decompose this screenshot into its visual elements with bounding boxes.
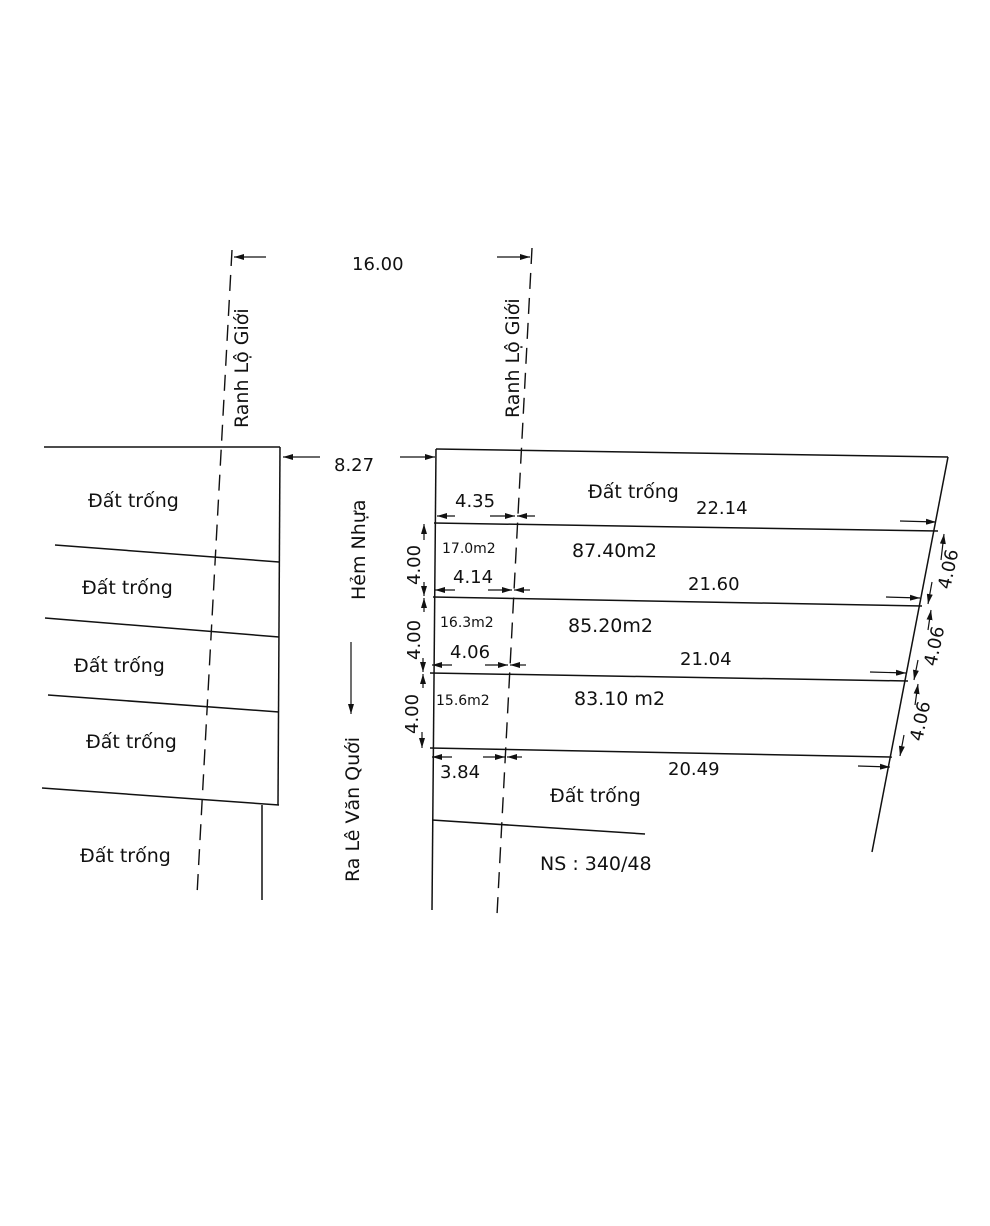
row-height-arrows xyxy=(419,524,427,748)
depth-dim: 21.04 xyxy=(680,649,732,670)
setback-dim: 3.84 xyxy=(440,762,480,783)
back-edge-dim: 4.06 xyxy=(920,624,949,668)
row-height-dim: 4.00 xyxy=(404,545,425,585)
setback-area: 15.6m2 xyxy=(436,693,490,709)
depth-arrows xyxy=(857,518,937,770)
boundary-label-left: Ranh Lộ Giới xyxy=(231,308,253,428)
empty-land-label: Đất trống xyxy=(550,785,641,807)
back-edge-arrows xyxy=(898,533,946,757)
alley-width-label: 8.27 xyxy=(334,455,374,476)
lot-area: 85.20m2 xyxy=(568,615,653,637)
exit-label: Ra Lê Văn Quới xyxy=(342,737,364,882)
depth-dim: 20.49 xyxy=(668,759,720,780)
row-height-dim: 4.00 xyxy=(404,620,425,660)
empty-land-label: Đất trống xyxy=(82,577,173,599)
depth-dim: 22.14 xyxy=(696,498,748,519)
setback-dim: 4.14 xyxy=(453,567,493,588)
setback-area: 16.3m2 xyxy=(440,615,494,631)
empty-land-label: Đất trống xyxy=(80,845,171,867)
alley-label: Hẻm Nhựa xyxy=(348,500,370,600)
back-edge-dim: 4.06 xyxy=(934,547,963,591)
back-edge-dim: 4.06 xyxy=(906,699,935,743)
setback-dim: 4.06 xyxy=(450,642,490,663)
depth-dim: 21.60 xyxy=(688,574,740,595)
left-lots xyxy=(41,446,281,900)
setback-dim: 4.35 xyxy=(455,491,495,512)
setback-arrows xyxy=(432,513,535,760)
right-boundary-line xyxy=(496,247,533,916)
row-height-dim: 4.00 xyxy=(402,694,423,734)
setback-area: 17.0m2 xyxy=(442,541,496,557)
lot-area: 83.10 m2 xyxy=(574,688,665,710)
ns-label: NS : 340/48 xyxy=(540,853,652,875)
right-lots xyxy=(429,448,949,911)
empty-land-label: Đất trống xyxy=(86,731,177,753)
boundary-label-right: Ranh Lộ Giới xyxy=(502,298,524,418)
empty-land-label: Đất trống xyxy=(74,655,165,677)
lot-area: 87.40m2 xyxy=(572,540,657,562)
road-width-label: 16.00 xyxy=(352,254,404,275)
empty-land-label: Đất trống xyxy=(88,490,179,512)
left-boundary-line xyxy=(196,249,233,896)
empty-land-label: Đất trống xyxy=(588,481,679,503)
